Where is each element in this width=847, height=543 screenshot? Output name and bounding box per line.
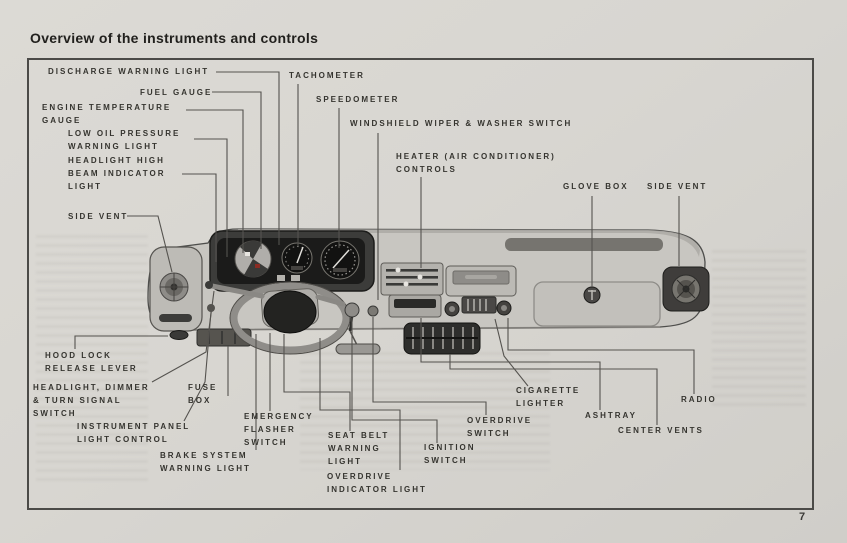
wiper-stalk [315, 294, 346, 307]
label-tachometer: TACHOMETER [289, 71, 365, 80]
hood-lock-lever [169, 330, 189, 340]
defroster-vent [505, 238, 663, 251]
leader-panel-light [183, 311, 212, 422]
fuel-temp-gauge [234, 240, 272, 278]
turn-signal-stalk [209, 283, 265, 299]
tachometer-gauge [281, 242, 313, 274]
panel-light-knob [207, 304, 215, 312]
leader-overdrive-switch [372, 317, 487, 415]
leader-fuel-gauge [212, 91, 262, 249]
label-overdrive-indicator-light: OVERDRIVE INDICATOR LIGHT [327, 472, 427, 494]
label-headlight-dimmer-turn-signal-switch: HEADLIGHT, DIMMER & TURN SIGNAL SWITCH [33, 383, 150, 418]
label-headlight-high-beam-indicator-light: HEADLIGHT HIGH BEAM INDICATOR LIGHT [68, 156, 166, 191]
right-side-vent [662, 266, 710, 312]
leader-overdrive-indicator [319, 338, 401, 470]
label-windshield-wiper-washer-switch: WINDSHIELD WIPER & WASHER SWITCH [350, 119, 573, 128]
label-overdrive-switch: OVERDRIVE SWITCH [467, 416, 533, 438]
label-seat-belt-warning-light: SEAT BELT WARNING LIGHT [328, 431, 390, 466]
leader-low-oil [194, 138, 228, 257]
glove-box-door [533, 281, 661, 327]
leader-ignition [351, 318, 438, 443]
speedometer-gauge [320, 240, 360, 280]
center-vents-grille [403, 322, 481, 355]
leader-discharge [216, 71, 280, 245]
label-glove-box: GLOVE BOX [563, 182, 629, 191]
leader-side-vent-left [127, 215, 173, 273]
page-number: 7 [799, 511, 806, 523]
leader-lines [74, 71, 695, 470]
leader-engine-temp [186, 109, 244, 253]
leader-headlight-dimmer [151, 290, 215, 383]
page-title: Overview of the instruments and controls [30, 30, 319, 46]
cluster-switch-right [291, 275, 300, 281]
ashtray-slot [388, 294, 442, 318]
label-side-vent-right: SIDE VENT [647, 182, 708, 191]
label-center-vents: CENTER VENTS [618, 426, 704, 435]
leader-radio [507, 318, 695, 394]
label-brake-system-warning-light: BRAKE SYSTEM WARNING LIGHT [160, 451, 251, 473]
leader-center-vents [449, 354, 658, 425]
heater-controls [380, 262, 444, 296]
label-discharge-warning-light: DISCHARGE WARNING LIGHT [48, 67, 210, 76]
instrument-cluster [209, 230, 375, 292]
label-heater-controls: HEATER (AIR CONDITIONER) CONTROLS [396, 152, 556, 174]
label-emergency-flasher-switch: EMERGENCY FLASHER SWITCH [244, 412, 314, 447]
overdrive-switch-knob [367, 305, 379, 317]
radio [444, 265, 517, 317]
leader-seat-belt [283, 334, 351, 431]
leader-high-beam [182, 173, 217, 262]
steering-wheel [205, 281, 351, 355]
label-side-vent-left: SIDE VENT [68, 212, 129, 221]
diagram-frame [27, 58, 814, 510]
left-side-vent [149, 246, 203, 332]
label-fuel-gauge: FUEL GAUGE [140, 88, 213, 97]
label-hood-lock-release-lever: HOOD LOCK RELEASE LEVER [45, 351, 138, 373]
leader-cigarette-lighter [494, 318, 529, 387]
leader-hood-lock [74, 335, 168, 349]
label-fuse-box: FUSE BOX [188, 383, 218, 405]
label-ignition-switch: IGNITION SWITCH [424, 443, 476, 465]
label-radio: RADIO [681, 395, 717, 404]
label-speedometer: SPEEDOMETER [316, 95, 400, 104]
label-cigarette-lighter: CIGARETTE LIGHTER [516, 386, 581, 408]
label-low-oil-pressure-warning-light: LOW OIL PRESSURE WARNING LIGHT [68, 129, 181, 151]
label-instrument-panel-light-control: INSTRUMENT PANEL LIGHT CONTROL [77, 422, 191, 444]
label-engine-temperature-gauge: ENGINE TEMPERATURE GAUGE [42, 103, 172, 125]
cluster-switch-left [277, 275, 285, 281]
leader-ashtray [420, 318, 601, 410]
label-ashtray: ASHTRAY [585, 411, 637, 420]
